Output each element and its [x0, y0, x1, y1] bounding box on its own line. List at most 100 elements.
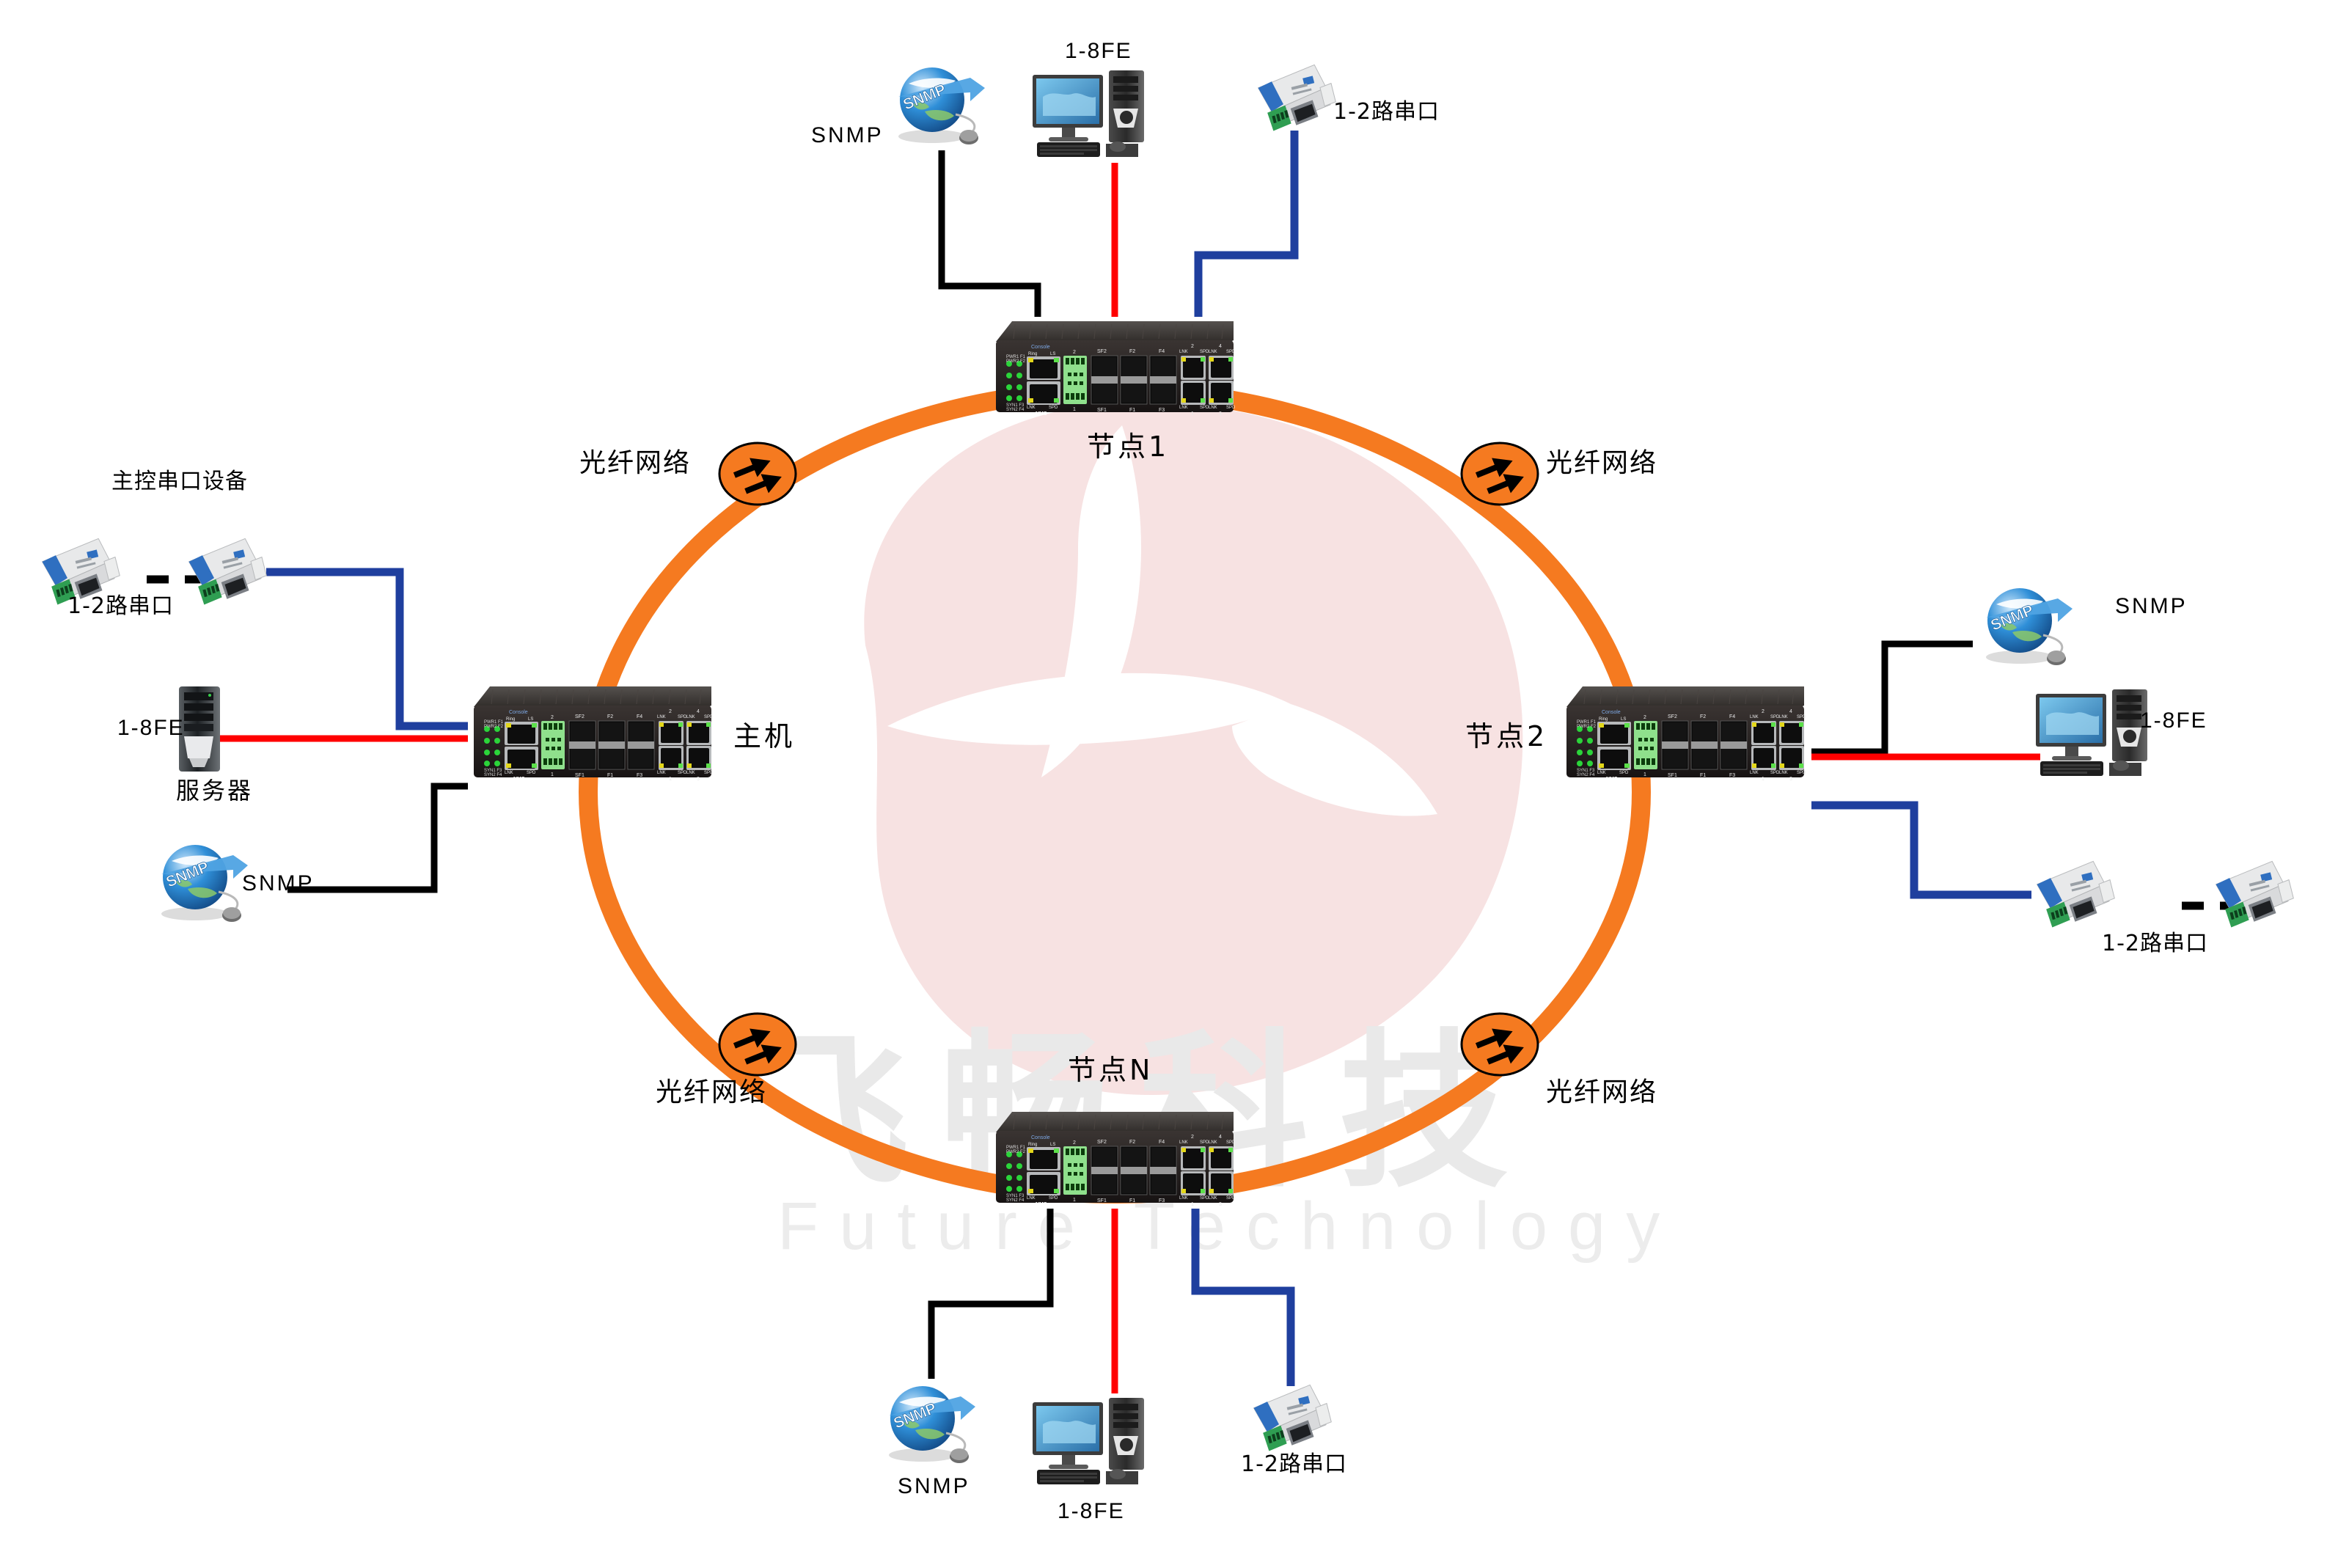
- snmp-label-bottom: SNMP: [898, 1474, 970, 1498]
- pc-workstation-bottom[interactable]: [1027, 1392, 1166, 1495]
- snmp-label-right: SNMP: [2115, 594, 2188, 618]
- svg-text:F4: F4: [1729, 714, 1735, 719]
- server-label-left: 服务器: [176, 777, 254, 805]
- svg-text:1: 1: [1643, 772, 1646, 777]
- svg-text:SF2: SF2: [1097, 1140, 1107, 1145]
- svg-text:SPD: SPD: [1770, 771, 1780, 775]
- svg-text:Ring: Ring: [506, 717, 515, 722]
- switch-node1[interactable]: PWR1 F1 PWR2 F2 SYN1 F3 SYN2 F4 Console …: [990, 315, 1239, 418]
- svg-text:LNK: LNK: [1209, 1140, 1217, 1145]
- svg-text:LNK: LNK: [1027, 1196, 1036, 1201]
- serial-converter-left-a[interactable]: [35, 534, 123, 607]
- svg-text:PWR2 F2: PWR2 F2: [1577, 725, 1597, 729]
- svg-text:F4: F4: [1159, 1140, 1165, 1145]
- svg-text:PWR2 F2: PWR2 F2: [1006, 359, 1026, 364]
- fiber-node-label-top-right: 光纤网络: [1546, 448, 1658, 478]
- svg-text:SPD: SPD: [1619, 771, 1629, 775]
- svg-text:SYN1 F3: SYN1 F3: [1006, 1194, 1025, 1198]
- svg-text:LNK: LNK: [686, 771, 695, 775]
- svg-text:2: 2: [1643, 715, 1646, 720]
- svg-text:2: 2: [1073, 350, 1076, 355]
- server-tower-left[interactable]: [175, 682, 226, 777]
- switch-node2-label: 节点2: [1465, 720, 1548, 752]
- svg-text:LNK: LNK: [686, 715, 695, 719]
- svg-text:2: 2: [1191, 1135, 1194, 1140]
- svg-text:LS: LS: [1050, 1143, 1055, 1147]
- fiber-node-label-bottom-left: 光纤网络: [656, 1077, 768, 1107]
- switch-host[interactable]: PWR1 F1 PWR2 F2 SYN1 F3 SYN2 F4 Console …: [468, 681, 717, 783]
- svg-text:SPD: SPD: [1049, 406, 1058, 410]
- svg-text:LNK: LNK: [1179, 350, 1188, 354]
- snmp-label-left: SNMP: [242, 871, 315, 895]
- fiber-node-icon-bottom-right[interactable]: [1459, 1011, 1540, 1082]
- svg-text:PWR1 F1: PWR1 F1: [1577, 720, 1597, 725]
- svg-text:SPD: SPD: [1226, 1196, 1236, 1201]
- snmp-globe-icon-left[interactable]: SNMP: [147, 836, 264, 931]
- snmp-globe-icon-right[interactable]: SNMP: [1971, 579, 2089, 675]
- switch-nodeN[interactable]: PWR1 F1 PWR2 F2 SYN1 F3 SYN2 F4 Console …: [990, 1106, 1239, 1209]
- svg-text:F4: F4: [637, 714, 642, 719]
- svg-text:1: 1: [1191, 1202, 1194, 1207]
- serial-converter-right-b[interactable]: [2209, 857, 2297, 930]
- svg-text:Ring: Ring: [1028, 352, 1037, 356]
- svg-text:Console: Console: [1031, 1135, 1050, 1140]
- svg-text:LNK: LNK: [1750, 771, 1759, 775]
- svg-text:F2: F2: [607, 714, 613, 719]
- snmp-globe-icon-bottom[interactable]: SNMP: [874, 1377, 992, 1473]
- svg-text:SPD: SPD: [678, 771, 687, 775]
- fiber-node-icon-bottom-left[interactable]: [717, 1011, 798, 1082]
- switch-node2[interactable]: PWR1 F1 PWR2 F2 SYN1 F3 SYN2 F4 Console …: [1561, 681, 1810, 783]
- svg-text:SF1: SF1: [575, 773, 584, 778]
- pc-workstation-top[interactable]: [1027, 65, 1166, 167]
- svg-text:SYN2 F4: SYN2 F4: [1577, 773, 1595, 777]
- switch-host-label: 主机: [733, 720, 796, 752]
- svg-text:F3: F3: [637, 773, 642, 778]
- svg-text:F2: F2: [1700, 714, 1706, 719]
- snmp-globe-icon-top[interactable]: SNMP: [884, 59, 1001, 154]
- svg-text:LNK: LNK: [1779, 771, 1788, 775]
- pc-workstation-right[interactable]: [2030, 684, 2169, 786]
- svg-text:SYN1 F3: SYN1 F3: [1006, 403, 1025, 408]
- serial-converter-top[interactable]: [1251, 60, 1339, 133]
- svg-text:LS: LS: [1621, 717, 1626, 722]
- switch-nodeN-label: 节点N: [1068, 1054, 1154, 1086]
- svg-text:SPD: SPD: [704, 771, 714, 775]
- svg-text:LS: LS: [1050, 352, 1055, 356]
- svg-text:PWR1 F1: PWR1 F1: [1006, 1146, 1026, 1150]
- svg-text:F1: F1: [607, 773, 613, 778]
- fiber-node-label-bottom-right: 光纤网络: [1546, 1077, 1658, 1107]
- svg-text:PWR2 F2: PWR2 F2: [484, 725, 504, 729]
- serial-label-left: 1-2路串口: [67, 593, 174, 619]
- fiber-node-label-top-left: 光纤网络: [579, 448, 692, 478]
- svg-text:Console: Console: [1031, 345, 1050, 350]
- svg-text:SF1: SF1: [1097, 408, 1107, 413]
- svg-text:1: 1: [1762, 777, 1765, 782]
- serial-converter-right-a[interactable]: [2030, 857, 2118, 930]
- svg-text:2: 2: [551, 715, 554, 720]
- serial-converter-bottom[interactable]: [1247, 1380, 1335, 1454]
- pc-label-bottom: 1-8FE: [1058, 1499, 1125, 1523]
- svg-text:SPD: SPD: [1200, 350, 1209, 354]
- svg-text:1: 1: [669, 777, 672, 782]
- fiber-node-icon-top-right[interactable]: [1459, 440, 1540, 511]
- svg-text:Console: Console: [509, 710, 528, 715]
- svg-text:LNK: LNK: [1209, 350, 1217, 354]
- svg-text:SYN1 F3: SYN1 F3: [484, 769, 502, 773]
- svg-text:LNK: LNK: [657, 715, 666, 719]
- fiber-node-icon-top-left[interactable]: [717, 440, 798, 511]
- master-serial-device-label: 主控串口设备: [111, 469, 248, 494]
- serial-converter-left-b[interactable]: [182, 534, 270, 607]
- svg-text:SF1: SF1: [1668, 773, 1677, 778]
- svg-text:SYN2 F4: SYN2 F4: [1006, 1198, 1025, 1203]
- svg-text:SPD: SPD: [1226, 1140, 1236, 1145]
- snmp-label-top: SNMP: [811, 123, 884, 147]
- svg-text:F3: F3: [1159, 1198, 1165, 1204]
- svg-text:LNK: LNK: [1179, 1140, 1188, 1145]
- svg-text:SPD: SPD: [527, 771, 536, 775]
- svg-text:SF2: SF2: [1668, 714, 1677, 719]
- serial-label-top: 1-2路串口: [1333, 99, 1440, 125]
- svg-text:SPD: SPD: [1226, 406, 1236, 410]
- svg-text:2: 2: [1762, 709, 1765, 714]
- svg-text:LNK: LNK: [1750, 715, 1759, 719]
